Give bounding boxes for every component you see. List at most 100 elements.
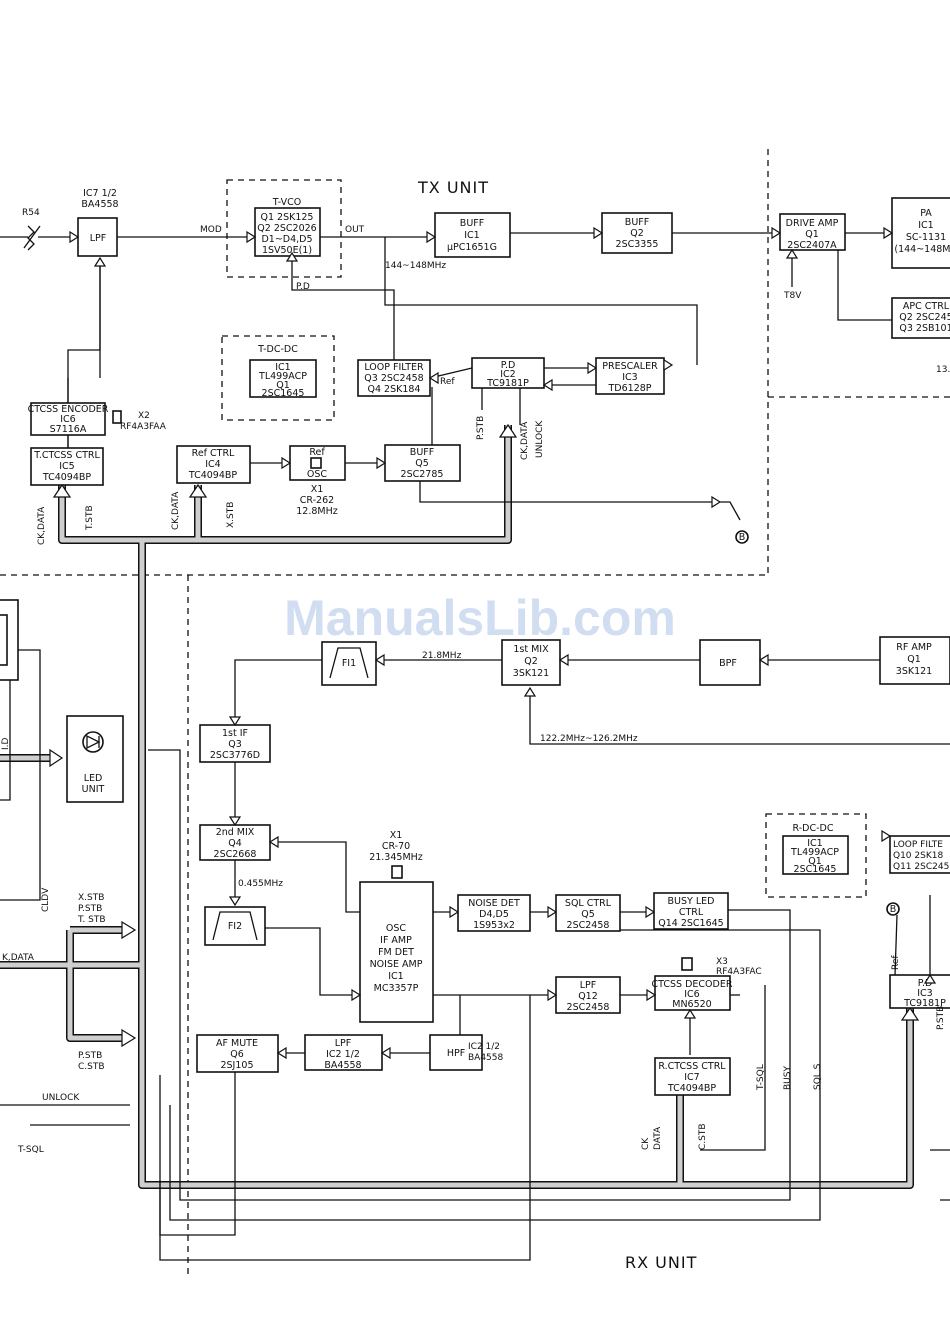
x1-rx-label: X1	[390, 830, 403, 841]
tctcss-title: T.CTCSS CTRL	[33, 450, 100, 461]
lpfq12-part: 2SC2458	[567, 1002, 610, 1013]
pd-tx-part: TC9181P	[486, 378, 529, 389]
ref-rx-label: Ref	[891, 955, 901, 970]
tdcdc-ic: IC1	[275, 362, 290, 373]
ctcss-enc-ic: IC6	[60, 414, 75, 425]
rctcss-title: R.CTCSS CTRL	[658, 1061, 726, 1072]
ctcss-encoder-block: CTCSS ENCODER IC6 S7116A X2 RF4A3FAA	[28, 402, 167, 436]
mix1-title: 1st MIX	[513, 644, 549, 655]
tsql-label: T-SQL	[756, 1064, 766, 1091]
freq-218-label: 21.8MHz	[422, 651, 462, 661]
ic7-part: BA4558	[81, 199, 118, 210]
x1-crystal	[310, 457, 322, 469]
busyled-title: BUSY LED	[668, 896, 715, 907]
driveamp-q: Q1	[805, 229, 819, 240]
x1-rx-crystal	[391, 865, 403, 879]
buff1-title: BUFF	[460, 218, 484, 229]
fil1-block: FI1	[321, 641, 377, 686]
rx-labels: RX UNIT 21.8MHz 122.2MHz~126.2MHz 0.455M…	[1, 651, 946, 1272]
tdcdc-title: T-DC-DC	[257, 344, 298, 355]
pd-tx-title: P.D	[501, 360, 516, 371]
refctrl-title: Ref CTRL	[192, 448, 235, 459]
buff1-part: μPC1651G	[447, 242, 497, 253]
afmute-q: Q6	[230, 1049, 244, 1060]
refctrl-part: TC4094BP	[188, 470, 238, 481]
rctcss-ic: IC7	[684, 1072, 699, 1083]
rctcss-block: R.CTCSS CTRL IC7 TC4094BP	[654, 1057, 731, 1096]
prescaler-part: TD6128P	[607, 383, 651, 394]
mix2-block: 2nd MIX Q4 2SC2668	[199, 824, 271, 861]
ctcssdec-title: CTCSS DECODER	[652, 979, 733, 990]
x3-crystal	[681, 957, 693, 971]
fil2-label: FI2	[228, 921, 242, 932]
pa-part: SC-1131	[906, 232, 946, 243]
apc-block: APC CTRL Q2 2SC245 Q3 2SB101	[891, 297, 950, 339]
x3-part: RF4A3FAC	[716, 967, 762, 977]
v13-label: 13.	[936, 365, 950, 375]
buff2-part: 2SC3355	[616, 239, 659, 250]
mix2-title: 2nd MIX	[216, 827, 255, 838]
apc-title: APC CTRL	[903, 301, 950, 312]
x1-part: CR-262	[300, 495, 334, 506]
node-b-2-label: B	[890, 904, 897, 915]
rdcdc-title: R-DC-DC	[793, 823, 834, 834]
tx-labels: TX UNIT R54 MOD OUT 144~148MHz P.D T8V R…	[22, 178, 950, 545]
lpfq12-q: Q12	[578, 991, 598, 1002]
pd-line-label: P.D	[296, 282, 310, 292]
x2-crystal	[112, 410, 122, 424]
lf-rx-title: LOOP FILTE	[893, 840, 943, 850]
tx-unit-border	[0, 148, 769, 576]
lpf-q12-block: LPF Q12 2SC2458	[555, 976, 621, 1014]
hpf-block: HPF	[429, 1034, 483, 1071]
tvco-line2: Q2 2SC2026	[257, 223, 316, 234]
prescaler-title: PRESCALER	[602, 361, 658, 372]
refosc-title: Ref	[309, 447, 325, 458]
unlock-label: UNLOCK	[535, 420, 545, 458]
signal-arrows	[69, 226, 937, 1060]
tdcdc-part: TL499ACP	[258, 371, 307, 382]
r54-label: R54	[22, 208, 40, 218]
tvco-title: T-VCO	[272, 197, 301, 208]
buff1-block: BUFF IC1 μPC1651G	[434, 212, 511, 258]
apc-q2: Q2 2SC245	[899, 312, 950, 323]
loopfilter-tx-block: LOOP FILTER Q3 2SC2458 Q4 2SK184	[357, 359, 431, 397]
hpf-label: HPF	[447, 1048, 465, 1059]
rfamp-q: Q1	[907, 654, 921, 665]
tdcdc-block: T-DC-DC IC1 TL499ACP Q1 2SC1645	[249, 344, 317, 399]
fil1-label: FI1	[342, 658, 356, 669]
node-b-1	[735, 530, 749, 544]
ckdata-label: CK,DATA	[520, 421, 530, 460]
sqlctrl-q: Q5	[581, 909, 595, 920]
prescaler-ic: IC3	[622, 372, 637, 383]
data-label: DATA	[653, 1126, 663, 1150]
buffq5-part: 2SC2785	[401, 469, 444, 480]
tctcss-block: T.CTCSS CTRL IC5 TC4094BP	[30, 447, 104, 486]
left-partial-blocks	[0, 599, 19, 681]
pd-rx-part: TC9181P	[903, 998, 946, 1009]
mix1-q: Q2	[524, 656, 538, 667]
prescaler-block: PRESCALER IC3 TD6128P	[595, 357, 665, 395]
busyled-ctrl: CTRL	[679, 907, 704, 918]
buff2-title: BUFF	[625, 217, 649, 228]
bpf-label: BPF	[719, 658, 737, 669]
mix2-q: Q4	[228, 838, 242, 849]
cldv-label: CLDV	[41, 887, 51, 912]
lpfic2-ic: IC2 1/2	[326, 1049, 360, 1060]
unlock-rx-label: UNLOCK	[42, 1093, 80, 1103]
lf-rx-q10: Q10 2SK18	[893, 851, 943, 861]
busyled-part: Q14 2SC1645	[658, 918, 723, 929]
tx-freq-label: 144~148MHz	[385, 261, 446, 271]
x2-label: X2	[138, 411, 150, 421]
driveamp-title: DRIVE AMP	[786, 218, 839, 229]
if1-title: 1st IF	[222, 728, 248, 739]
tctcss-ic: IC5	[59, 461, 74, 472]
osc-ic-line4: NOISE AMP	[370, 959, 423, 970]
buffq5-q: Q5	[415, 458, 429, 469]
busyled-block: BUSY LED CTRL Q14 2SC1645	[653, 892, 729, 930]
rdcdc-part: TL499ACP	[790, 847, 839, 858]
x1-freq: 12.8MHz	[296, 506, 337, 517]
if1-q: Q3	[228, 739, 242, 750]
buffq5-title: BUFF	[410, 447, 434, 458]
ckdata-label-3: CK,DATA	[171, 491, 181, 530]
driveamp-part: 2SC2407A	[787, 240, 837, 251]
